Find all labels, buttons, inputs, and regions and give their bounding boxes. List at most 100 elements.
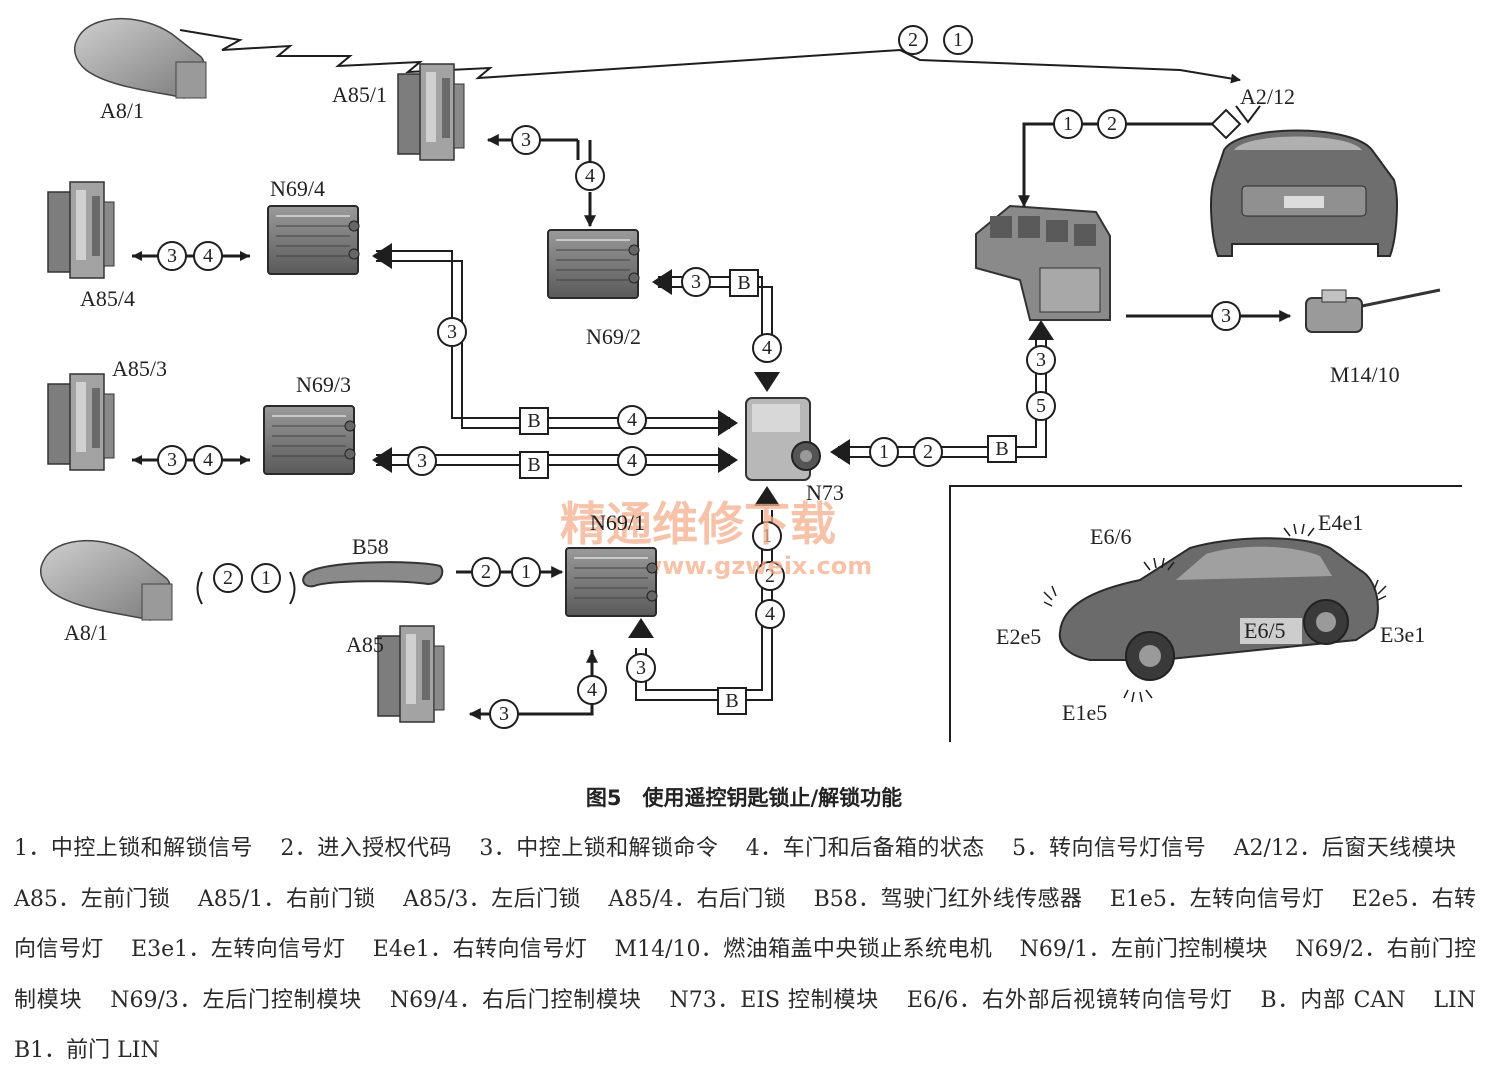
legend-item: 4．车门和后备箱的状态: [745, 836, 985, 861]
arrowhead-n69-2: [652, 269, 672, 295]
bus-marker-b-2: B: [519, 451, 549, 479]
label-e2e5: E2e5: [996, 624, 1041, 649]
marker-2-b58: 2: [471, 557, 501, 587]
svg-text:3: 3: [167, 449, 177, 471]
legend-item: N69/2．右前门控制模块: [14, 937, 1477, 1013]
legend-item: E6/6．右外部后视镜转向信号灯: [906, 987, 1233, 1013]
radio-marker-2: 2: [898, 25, 928, 55]
svg-text:2: 2: [923, 441, 933, 463]
control-module-icon-n69-2: [547, 229, 640, 299]
svg-text:4: 4: [585, 165, 595, 187]
marker-4-lower-bus: 4: [617, 446, 647, 476]
label-a8-1-top: A8/1: [100, 98, 144, 123]
legend-item: A2/12．后窗天线模块: [1233, 836, 1457, 861]
svg-text:4: 4: [762, 337, 772, 359]
door-lock-icon-a85-4: [47, 181, 115, 279]
legend-item: A85/3．左后门锁: [403, 886, 581, 912]
svg-text:B: B: [527, 454, 540, 476]
door-handle-sensor-icon-b58: [302, 561, 444, 588]
door-lock-icon-a85: [377, 625, 445, 723]
svg-text:3: 3: [1221, 305, 1231, 327]
control-module-icon-n69-3: [263, 405, 356, 475]
marker-1-ir: 1: [251, 563, 281, 593]
label-a2-12: A2/12: [1240, 84, 1295, 109]
svg-text:3: 3: [167, 245, 177, 267]
svg-text:1: 1: [1063, 113, 1073, 135]
door-lock-icon-a85-1: [397, 63, 465, 161]
sam-module-icon: [975, 204, 1111, 321]
marker-2-a2-12: 2: [1097, 109, 1127, 139]
remote-key-icon-bottom: [39, 539, 173, 621]
svg-text:B: B: [527, 410, 540, 432]
legend-item: A85/1．右前门锁: [197, 886, 376, 912]
svg-text:4: 4: [627, 409, 637, 431]
label-n69-3: N69/3: [296, 372, 351, 397]
legend-item: M14/10．燃油箱盖中央锁止系统电机: [614, 937, 993, 962]
label-a85-1: A85/1: [332, 82, 387, 107]
svg-text:1: 1: [953, 29, 963, 51]
radio-marker-1: 1: [943, 25, 973, 55]
bus-marker-b-4: B: [987, 435, 1017, 463]
legend-item: N73．EIS 控制模块: [669, 987, 880, 1013]
svg-text:2: 2: [908, 29, 918, 51]
svg-text:1: 1: [261, 567, 271, 589]
marker-2-n73-right: 2: [913, 437, 943, 467]
svg-text:3: 3: [636, 657, 646, 679]
marker-3-a85-3: 3: [157, 445, 187, 475]
bus-marker-b-1: B: [519, 407, 549, 435]
legend-item: N69/3．左后门控制模块: [110, 987, 363, 1013]
svg-text:2: 2: [481, 561, 491, 583]
car-side-icon: [1058, 537, 1379, 681]
legend-item: 1．中控上锁和解锁信号: [14, 836, 253, 861]
arrowhead-n73-bottom: [754, 486, 780, 506]
label-a8-1-bottom: A8/1: [64, 620, 108, 645]
svg-text:1: 1: [762, 525, 772, 547]
svg-text:4: 4: [203, 449, 213, 471]
label-a85-4: A85/4: [80, 286, 135, 311]
a2-12-to-sam-line: [1018, 122, 1212, 208]
label-e3e1: E3e1: [1380, 622, 1425, 647]
svg-text:4: 4: [587, 679, 597, 701]
turn-signal-rays: [1043, 523, 1387, 703]
eis-module-icon-n73: [745, 397, 821, 481]
legend-item: A85．左前门锁: [14, 886, 171, 912]
label-e6-6: E6/6: [1090, 524, 1132, 549]
marker-3-a85: 3: [489, 699, 519, 729]
marker-3-a85-4: 3: [157, 241, 187, 271]
label-a85: A85: [346, 632, 384, 657]
marker-3-a85-1: 3: [511, 125, 541, 155]
label-m14-10: M14/10: [1330, 362, 1400, 387]
marker-1-n73-right: 1: [869, 437, 899, 467]
marker-3-sam: 3: [1026, 345, 1056, 375]
svg-text:3: 3: [1036, 349, 1046, 371]
label-b58: B58: [352, 534, 389, 559]
legend-item: 3．中控上锁和解锁命令: [479, 836, 719, 861]
svg-text:1: 1: [521, 561, 531, 583]
marker-2-n73-bottom: 2: [755, 561, 785, 591]
marker-4-n73-top: 4: [752, 333, 782, 363]
arrowhead-sam-up: [1028, 320, 1054, 340]
control-module-icon-n69-4: [267, 205, 360, 275]
marker-4-a85: 4: [577, 675, 607, 705]
marker-3-n69-3-bus: 3: [407, 446, 437, 476]
marker-3-m14-10: 3: [1211, 301, 1241, 331]
label-a85-3: A85/3: [112, 356, 167, 381]
svg-text:B: B: [995, 438, 1008, 460]
bus-marker-b-5: B: [717, 687, 747, 715]
marker-3-n69-4-bus: 3: [437, 317, 467, 347]
ir-signal-icon: [196, 571, 296, 605]
label-n69-2: N69/2: [586, 324, 641, 349]
legend-item: N69/1．左前门控制模块: [1019, 937, 1268, 962]
label-n73: N73: [806, 480, 844, 505]
bus-marker-b-3: B: [729, 269, 759, 297]
control-module-icon-n69-1: [565, 547, 658, 617]
legend-item: LIN B1．前门 LIN: [14, 987, 1476, 1064]
svg-text:4: 4: [203, 245, 213, 267]
inset-frame: [949, 485, 1462, 742]
marker-4-upper-bus: 4: [617, 405, 647, 435]
label-e6-5: E6/5: [1244, 618, 1286, 643]
legend-item: 2．进入授权代码: [280, 836, 452, 861]
arrowhead-n73-top: [754, 372, 780, 392]
remote-key-icon-top: [73, 17, 207, 99]
marker-4-a85-1: 4: [575, 161, 605, 191]
